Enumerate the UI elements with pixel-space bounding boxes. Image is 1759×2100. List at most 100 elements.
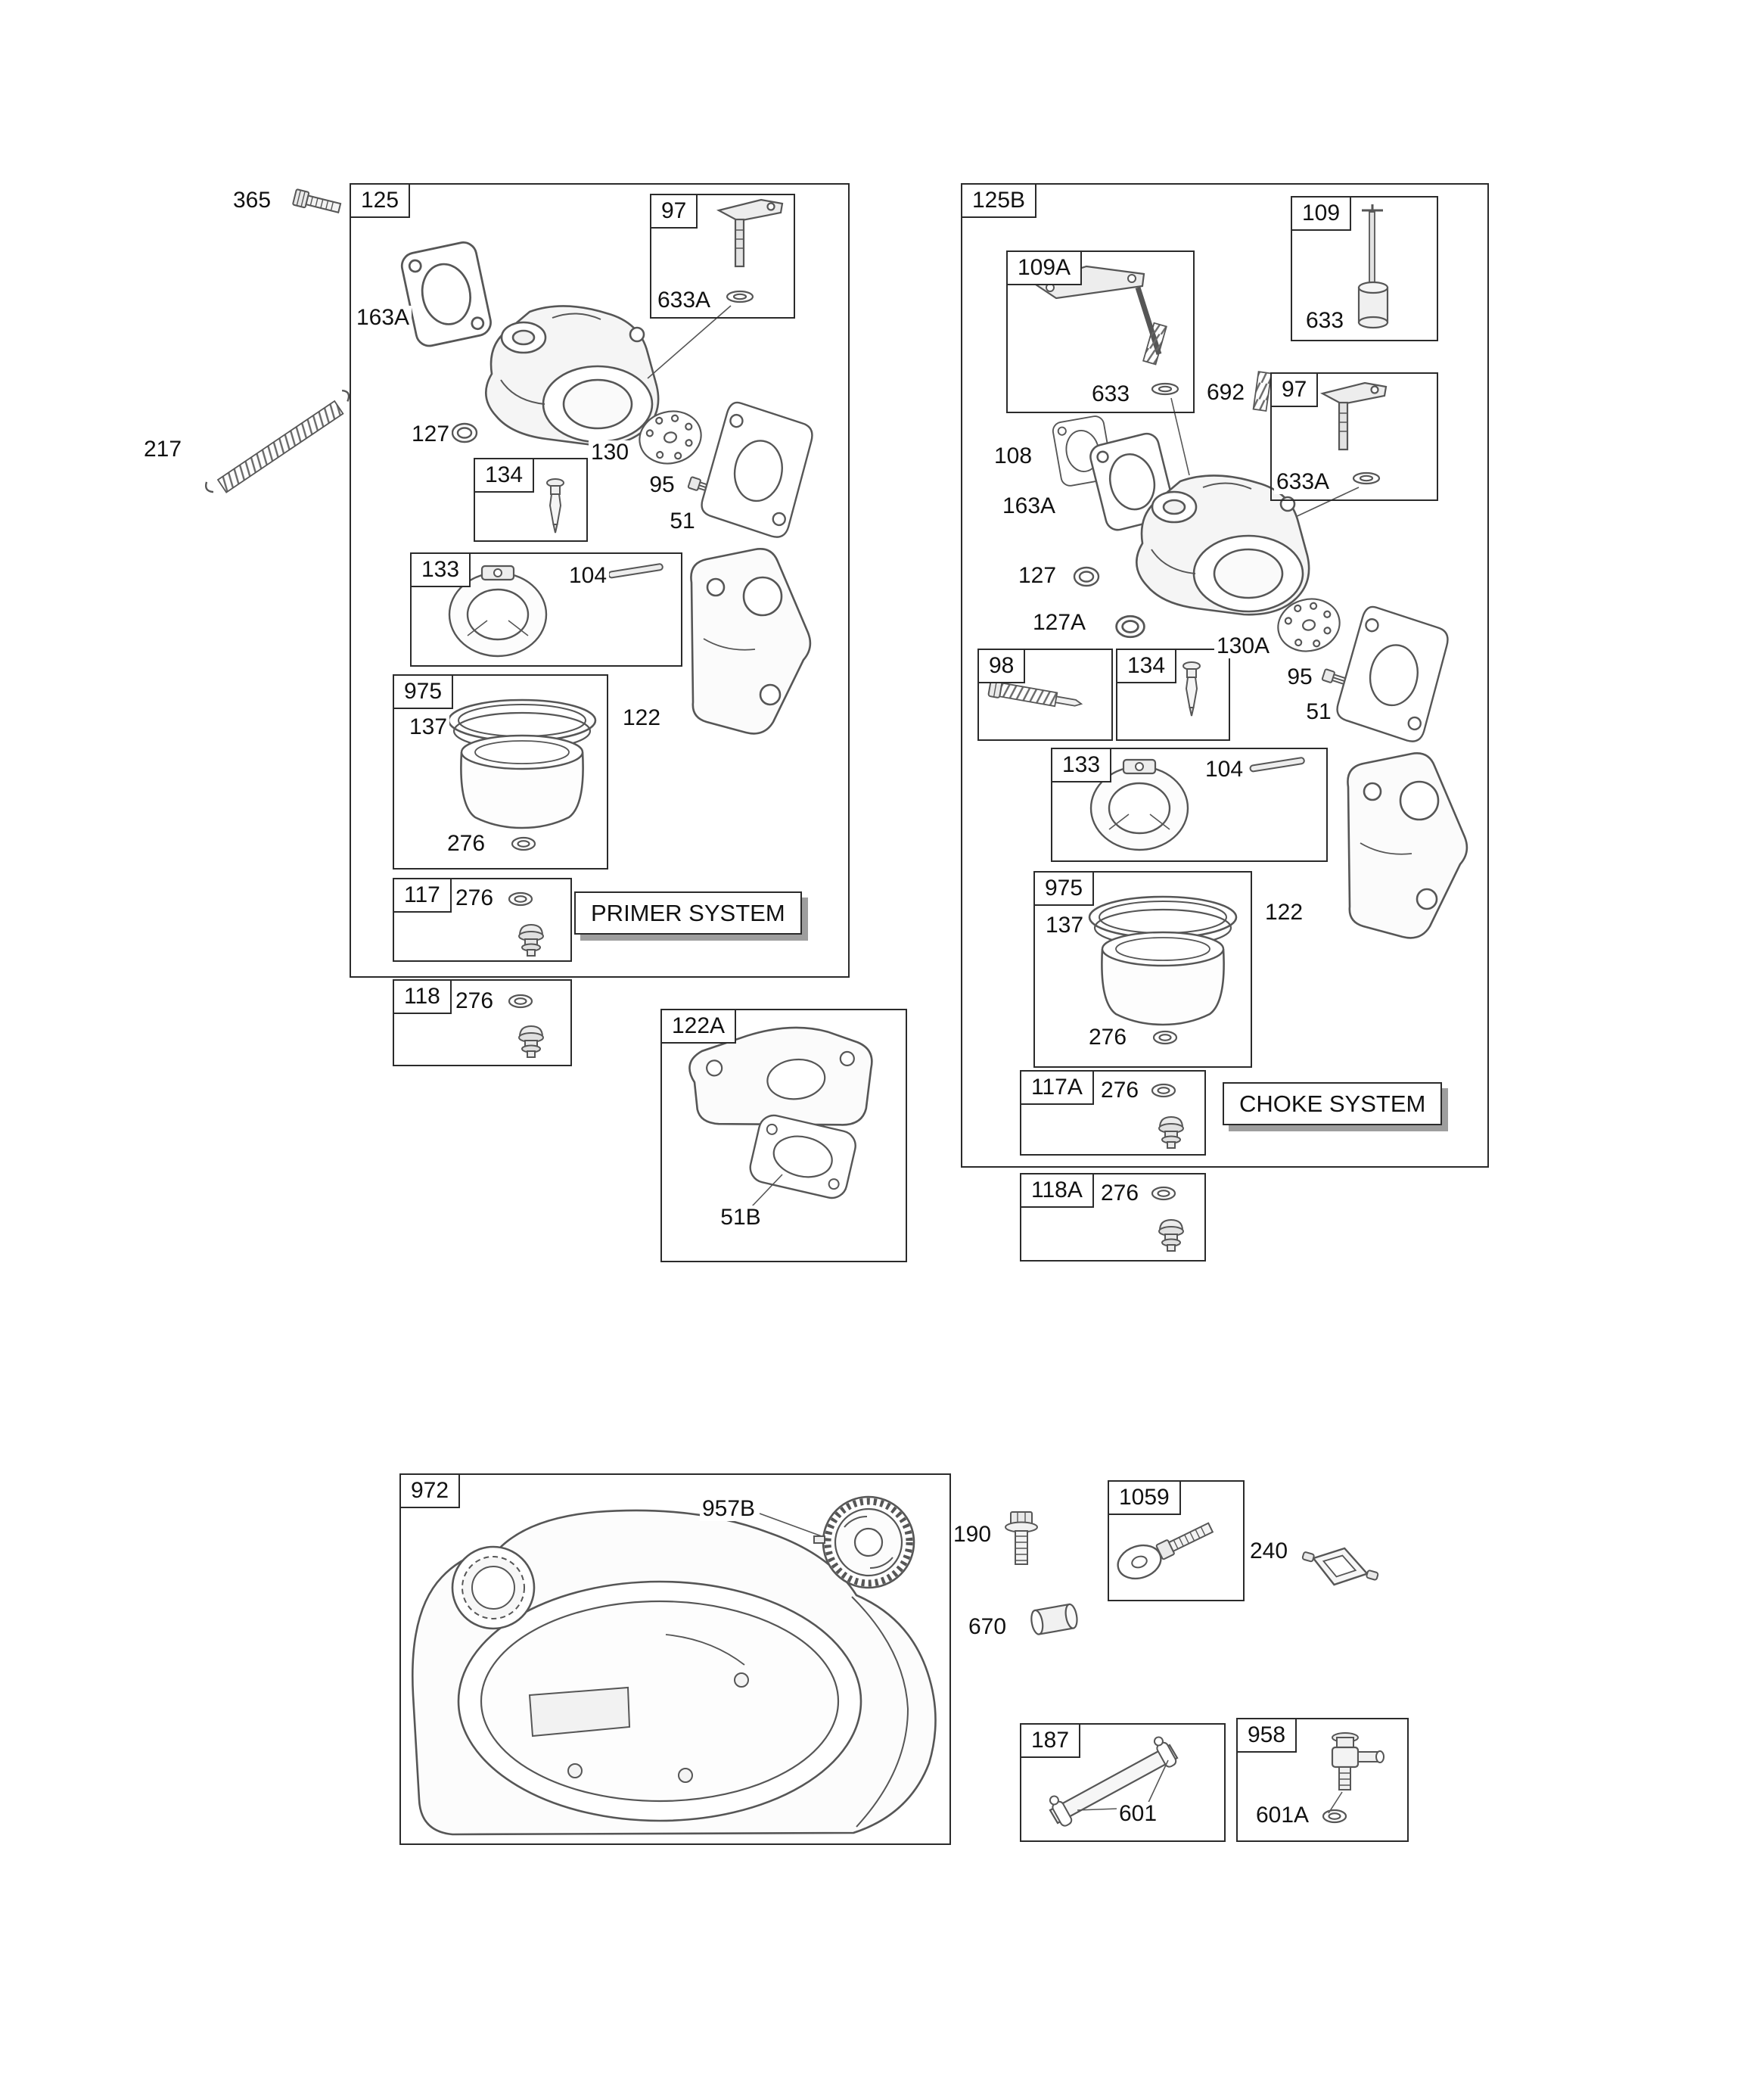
leader-line [751,1174,783,1207]
callout-276-118: 276 [452,989,496,1013]
sub-box-117A: 117A [1020,1070,1206,1156]
sub-box-97-choke: 97 [1270,372,1438,501]
callout-127A: 127A [1030,611,1089,635]
callout-957B: 957B [699,1497,758,1521]
choke-lever-109A-illustration [1031,265,1167,366]
fuel-filter-240-illustration [1301,1547,1379,1586]
choke-shaft-109-illustration [1357,204,1389,329]
group-box-primer-125: 125 [350,183,850,978]
callout-51-primer: 51 [667,509,698,534]
fuel-cap-957B-illustration [813,1495,915,1589]
tag-98: 98 [977,649,1026,683]
tag-958: 958 [1236,1718,1297,1753]
callout-51B: 51B [718,1206,763,1230]
tag-134-choke: 134 [1116,649,1177,683]
tag-97-choke: 97 [1270,372,1319,407]
callout-365: 365 [230,188,274,213]
box-122A: 122A [660,1009,907,1262]
sub-box-117: 117 [393,878,572,962]
callout-276-117A: 276 [1098,1078,1142,1103]
tag-133-choke: 133 [1051,748,1112,782]
callout-104-choke: 104 [1202,758,1246,782]
callout-137-primer: 137 [406,715,450,739]
group-tag-972: 972 [399,1473,461,1508]
callout-104-primer: 104 [566,564,610,588]
box-187: 187 [1020,1723,1226,1842]
fuel-line-187-illustration [1049,1736,1179,1827]
callout-601: 601 [1116,1802,1160,1826]
callout-276-118A: 276 [1098,1181,1142,1206]
tag-134-primer: 134 [474,458,535,493]
callout-692: 692 [1204,381,1248,405]
callout-276-bowl-choke: 276 [1086,1025,1130,1050]
illustration-primer-system [204,188,873,1207]
sub-box-98: 98 [977,649,1113,741]
tag-109A: 109A [1006,250,1083,285]
screw-spring-98-illustration [987,679,1083,708]
sub-box-109A: 109A [1006,250,1195,413]
primer-system-label: PRIMER SYSTEM [574,891,802,935]
callout-130: 130 [588,440,632,465]
callout-130A: 130A [1214,634,1273,658]
float-pin-104-choke-illustration [1249,757,1305,773]
box-118A: 118A [1020,1173,1206,1262]
callout-240: 240 [1247,1539,1291,1563]
tag-975-choke: 975 [1033,871,1095,906]
callout-633A-choke: 633A [1273,470,1332,494]
sub-box-134-primer: 134 [474,458,588,542]
sub-box-975-choke: 975 [1033,871,1252,1068]
tag-975-primer: 975 [393,674,454,709]
callout-276-bowl-primer: 276 [444,832,488,856]
leader-line [759,1513,822,1537]
choke-system-label: CHOKE SYSTEM [1223,1082,1443,1125]
callout-95-choke: 95 [1285,665,1315,689]
group-box-tank-972: 972 [399,1473,951,1845]
tag-109: 109 [1291,196,1352,231]
spacer-670-illustration [1030,1603,1078,1635]
illustration-fuel-tank-group [412,1495,1385,1836]
tag-117A: 117A [1020,1070,1094,1105]
screw-365-illustration [292,188,342,213]
callout-137-choke: 137 [1043,913,1086,938]
callout-95-primer: 95 [647,473,677,497]
illustration-choke-system [987,204,1468,1252]
sub-box-975-primer: 975 [393,674,608,870]
bracket-122A-illustration [688,1026,873,1126]
callout-122-choke: 122 [1262,901,1306,925]
spring-692-illustration [1252,371,1273,412]
callout-670: 670 [965,1615,1009,1639]
sub-box-97-primer: 97 [650,194,795,319]
leader-line [1170,397,1190,476]
callout-122-primer: 122 [620,706,664,730]
sub-box-109: 109 [1291,196,1438,341]
sub-box-133-primer: 133 [410,552,682,667]
bolt-190-illustration [1005,1511,1038,1565]
box-118: 118 [393,979,572,1066]
group-box-choke-125B: 125B [961,183,1489,1168]
tag-133-primer: 133 [410,552,471,587]
callout-108: 108 [991,444,1035,468]
callout-633-shaft: 633 [1303,309,1347,333]
box-1059: 1059 [1108,1480,1245,1601]
screw-washer-1059-illustration [1117,1522,1214,1580]
tag-118: 118 [393,979,452,1014]
group-tag-125B: 125B [961,183,1037,218]
callout-633-lever: 633 [1089,382,1133,406]
sub-box-134-choke: 134 [1116,649,1230,741]
gasket-51B-illustration [749,1114,856,1199]
sub-box-133-choke: 133 [1051,748,1328,862]
callout-163A-choke: 163A [999,494,1058,518]
callout-127-choke: 127 [1015,564,1059,588]
spring-217-illustration [204,389,350,493]
tag-187: 187 [1020,1723,1081,1758]
callout-633A-primer: 633A [654,288,713,313]
callout-127-primer: 127 [409,422,452,446]
callout-190: 190 [950,1523,994,1547]
tag-97-primer: 97 [650,194,698,229]
callout-163A-primer: 163A [353,306,412,330]
box-958: 958 [1236,1718,1409,1842]
fuel-valve-958-illustration [1331,1732,1385,1790]
group-tag-125: 125 [350,183,411,218]
